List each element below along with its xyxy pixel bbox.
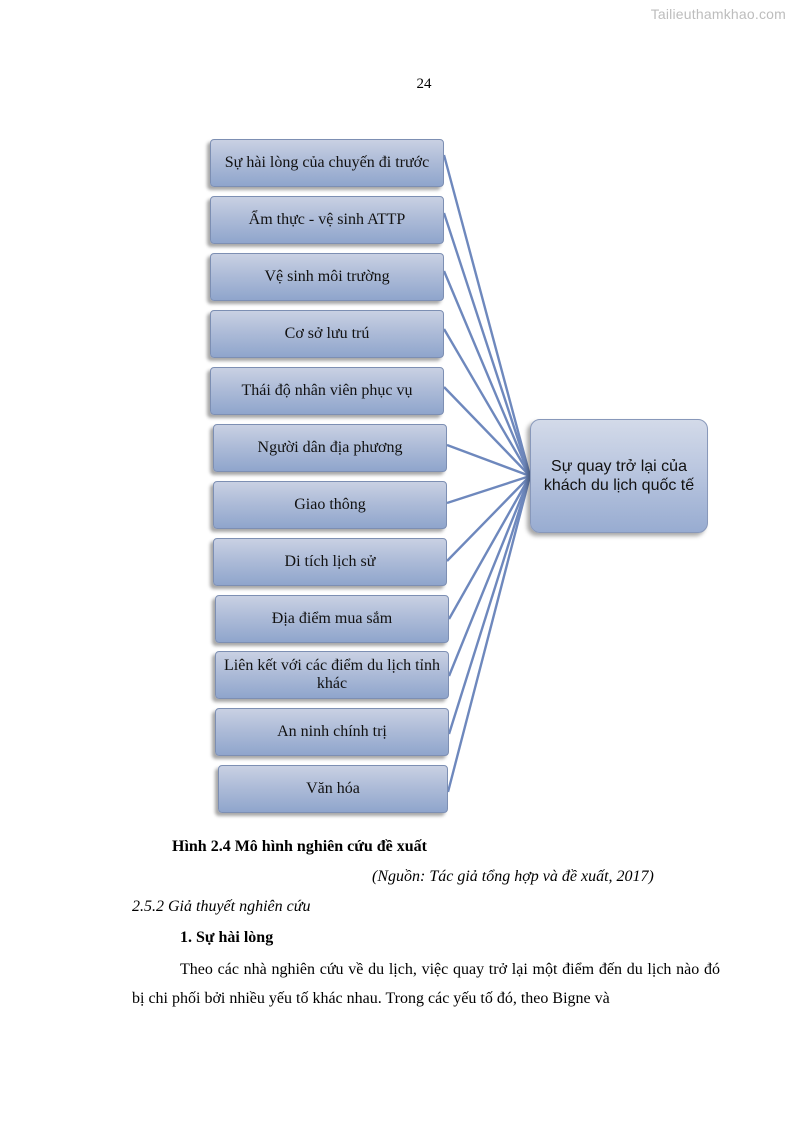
factor-label: Liên kết với các điểm du lịch tỉnh khác	[224, 657, 440, 692]
factor-label: Địa điểm mua sắm	[271, 610, 393, 627]
connector-line	[447, 475, 532, 620]
factor-box-regional-links: Liên kết với các điểm du lịch tỉnh khác	[215, 651, 449, 699]
factor-box-historical-sites: Di tích lịch sử	[213, 538, 447, 586]
connector-line	[443, 386, 531, 477]
connector-line	[446, 475, 532, 793]
page-number: 24	[416, 76, 432, 92]
factor-label: An ninh chính trị	[277, 723, 387, 740]
factor-label: Cơ sở lưu trú	[284, 325, 370, 342]
factor-box-transportation: Giao thông	[213, 481, 447, 529]
factor-label: Vệ sinh môi trường	[264, 268, 390, 285]
figure-source: (Nguồn: Tác giả tổng hợp và đề xuất, 201…	[372, 868, 654, 885]
factor-label: Thái độ nhân viên phục vụ	[241, 382, 413, 399]
factor-box-staff-attitude: Thái độ nhân viên phục vụ	[210, 367, 444, 415]
factor-box-environment-hygiene: Vệ sinh môi trường	[210, 253, 444, 301]
factor-box-accommodation: Cơ sở lưu trú	[210, 310, 444, 358]
outcome-label: Sự quay trở lại của khách du lịch quốc t…	[543, 458, 695, 494]
factor-label: Ẩm thực - vệ sinh ATTP	[248, 211, 406, 228]
section-heading: 2.5.2 Giả thuyết nghiên cứu	[132, 898, 311, 915]
factor-label: Người dân địa phương	[257, 439, 403, 456]
connector-line	[442, 270, 532, 477]
factor-label: Giao thông	[294, 496, 366, 513]
connector-line	[447, 475, 532, 735]
watermark: Tailieuthamkhao.com	[650, 6, 786, 22]
factor-box-local-residents: Người dân địa phương	[213, 424, 447, 472]
connector-line	[446, 443, 531, 478]
factor-box-political-security: An ninh chính trị	[215, 708, 449, 756]
factor-label: Văn hóa	[306, 780, 360, 797]
outcome-box-return-intention: Sự quay trở lại của khách du lịch quốc t…	[530, 419, 708, 533]
body-paragraph: Theo các nhà nghiên cứu về du lịch, việc…	[132, 961, 720, 1007]
figure-caption: Hình 2.4 Mô hình nghiên cứu đề xuất	[172, 838, 427, 855]
connector-line	[446, 475, 531, 562]
subsection-heading: 1. Sự hài lòng	[180, 929, 274, 946]
connector-line	[447, 475, 532, 677]
factor-label: Di tích lịch sử	[284, 553, 376, 570]
factor-box-cuisine-food-safety: Ẩm thực - vệ sinh ATTP	[210, 196, 444, 244]
connector-line	[442, 328, 532, 477]
connector-line	[442, 154, 532, 477]
factor-box-culture: Văn hóa	[218, 765, 448, 813]
factor-box-previous-satisfaction: Sự hài lòng của chuyến đi trước	[210, 139, 444, 187]
factor-label: Sự hài lòng của chuyến đi trước	[224, 154, 430, 171]
connector-line	[446, 474, 531, 505]
connector-line	[442, 212, 532, 477]
factor-box-shopping-places: Địa điểm mua sắm	[215, 595, 449, 643]
